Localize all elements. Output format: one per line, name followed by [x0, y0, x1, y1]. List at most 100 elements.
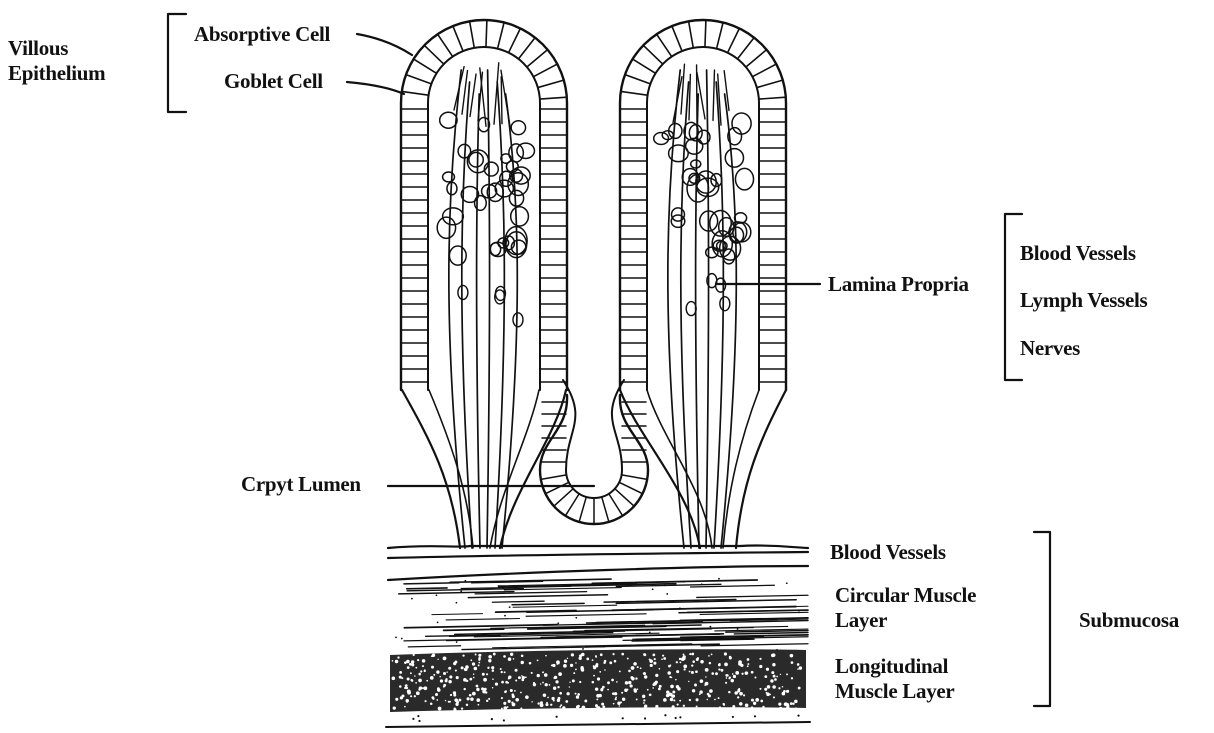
longitudinal-muscle-speck — [551, 697, 554, 700]
longitudinal-muscle-speck — [621, 653, 624, 656]
longitudinal-muscle-speck — [682, 656, 686, 660]
longitudinal-muscle-speck — [619, 671, 621, 673]
longitudinal-muscle-speck — [745, 703, 749, 707]
epithelial-cell-divider — [609, 494, 623, 516]
longitudinal-muscle-speck — [723, 704, 725, 706]
longitudinal-muscle-speck — [719, 706, 721, 708]
longitudinal-muscle-speck — [554, 677, 556, 679]
longitudinal-muscle-speck — [673, 699, 675, 701]
longitudinal-muscle-speck — [470, 659, 472, 661]
longitudinal-muscle-speck — [476, 685, 479, 688]
muscle-speck — [652, 588, 654, 590]
muscle-speck — [664, 584, 666, 586]
absorptive-cell-leader — [357, 34, 412, 55]
epithelial-cell-divider — [602, 497, 609, 522]
longitudinal-muscle-speck — [450, 694, 452, 696]
left-lamina-propria — [437, 63, 534, 548]
longitudinal-muscle-speck — [701, 708, 704, 711]
longitudinal-muscle-speck — [597, 706, 601, 710]
longitudinal-muscle-speck — [407, 666, 410, 669]
longitudinal-muscle-speck — [613, 703, 615, 705]
longitudinal-muscle-speck — [492, 678, 494, 680]
longitudinal-muscle-speck — [683, 705, 685, 707]
lamina-cell — [440, 112, 457, 128]
longitudinal-muscle-speck — [747, 665, 749, 667]
longitudinal-muscle-speck — [514, 690, 516, 692]
longitudinal-muscle-speck — [417, 659, 419, 661]
longitudinal-muscle-speck — [515, 669, 518, 672]
longitudinal-muscle-speck — [501, 681, 504, 684]
muscle-speck — [786, 582, 788, 584]
longitudinal-muscle-speck — [699, 690, 702, 693]
longitudinal-muscle-speck — [769, 694, 771, 696]
longitudinal-muscle-speck — [455, 669, 457, 671]
lamina-vessel — [477, 94, 480, 548]
longitudinal-muscle-speck — [415, 667, 417, 669]
longitudinal-muscle-speck — [731, 679, 734, 682]
longitudinal-muscle-speck — [543, 694, 546, 697]
epithelial-cell-divider — [752, 64, 776, 77]
longitudinal-muscle-speck — [503, 702, 506, 705]
longitudinal-muscle-speck — [629, 682, 631, 684]
longitudinal-muscle-speck — [766, 692, 768, 694]
lamina-cell — [732, 113, 751, 134]
muscle-speck — [705, 599, 707, 601]
longitudinal-muscle-speck — [508, 657, 512, 661]
muscle-speck — [582, 648, 584, 650]
muscle-speck — [701, 583, 703, 585]
longitudinal-muscle-speck — [592, 681, 595, 684]
longitudinal-muscle-speck — [562, 706, 565, 709]
epithelial-cell-divider — [498, 22, 505, 48]
muscle-speck — [464, 580, 466, 582]
muscle-speck — [502, 587, 504, 589]
longitudinal-muscle-speck — [619, 705, 620, 706]
longitudinal-muscle-speck — [486, 673, 488, 675]
longitudinal-muscle-speck — [567, 692, 570, 695]
longitudinal-muscle-speck — [650, 664, 653, 667]
submucosa-speck — [675, 717, 677, 719]
villus-outer-wall — [620, 20, 786, 390]
longitudinal-muscle-speck — [461, 666, 464, 669]
longitudinal-muscle-speck — [565, 700, 568, 703]
longitudinal-muscle-speck — [767, 685, 771, 689]
longitudinal-muscle-speck — [424, 669, 426, 671]
longitudinal-muscle-speck — [466, 704, 468, 706]
submucosa-vessel — [388, 552, 808, 558]
longitudinal-muscle-speck — [737, 689, 740, 692]
longitudinal-muscle-speck — [652, 687, 654, 689]
longitudinal-muscle-speck — [721, 669, 724, 672]
longitudinal-muscle-speck — [626, 708, 628, 710]
longitudinal-muscle-speck — [725, 674, 728, 677]
longitudinal-muscle-speck — [784, 702, 788, 706]
longitudinal-muscle-speck — [718, 697, 720, 699]
longitudinal-muscle-speck — [520, 707, 522, 709]
muscle-fiber — [492, 601, 544, 602]
longitudinal-muscle-speck — [487, 667, 489, 669]
longitudinal-muscle-speck — [563, 664, 567, 668]
longitudinal-muscle-speck — [653, 708, 656, 711]
longitudinal-muscle-speck — [751, 706, 754, 709]
longitudinal-muscle-speck — [629, 707, 632, 710]
muscle-speck — [436, 594, 438, 596]
longitudinal-muscle-speck — [600, 653, 603, 656]
longitudinal-muscle-speck — [557, 699, 560, 702]
longitudinal-muscle-speck — [724, 663, 728, 667]
longitudinal-muscle-speck — [760, 700, 763, 703]
lamina-cell — [458, 285, 468, 299]
longitudinal-muscle-speck — [628, 670, 631, 673]
lamina-cell — [509, 144, 523, 162]
longitudinal-muscle-speck — [694, 684, 697, 687]
longitudinal-muscle-speck — [426, 680, 428, 682]
longitudinal-muscle-speck — [478, 654, 481, 657]
longitudinal-muscle-speck — [689, 653, 691, 655]
lamina-item-nerves: Nerves — [1020, 336, 1080, 361]
longitudinal-muscle-speck — [463, 678, 467, 682]
crypt — [540, 150, 648, 524]
longitudinal-muscle-speck — [679, 658, 681, 660]
longitudinal-muscle-speck — [542, 682, 544, 684]
longitudinal-muscle-speck — [778, 687, 780, 689]
longitudinal-muscle-speck — [416, 691, 420, 695]
longitudinal-muscle-speck — [707, 693, 710, 696]
stem-wall — [736, 390, 786, 548]
submucosa-speck — [754, 715, 756, 717]
